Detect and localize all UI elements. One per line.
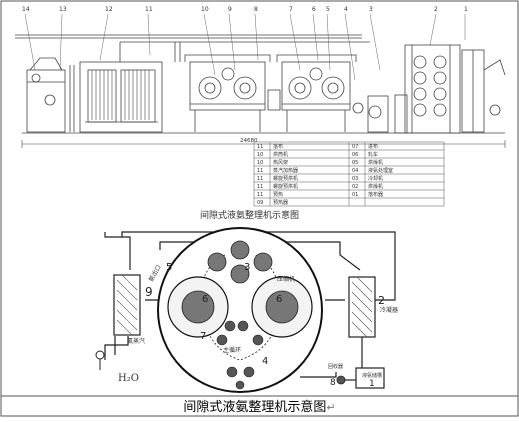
top-label: 13 bbox=[59, 6, 67, 13]
legend-text: 烘燥机 bbox=[368, 159, 383, 166]
legend-num: 11 bbox=[257, 184, 263, 190]
legend-text: 轧车 bbox=[368, 151, 378, 158]
diagram-title: 间隙式液氨整理机示意图 bbox=[200, 209, 299, 221]
legend-text: 液氨处理室 bbox=[368, 167, 393, 174]
label-7: 7 bbox=[200, 331, 206, 342]
figure-caption: 间隙式液氨整理机示意图↵ bbox=[0, 397, 519, 418]
legend-left-column: 11 落布 10 烘筒机 10 热风架 11 蒸汽加热器 11 螺旋预烘机 11… bbox=[257, 143, 298, 206]
legend-num: 03 bbox=[352, 176, 358, 182]
label-condenser: 冷凝器 bbox=[380, 306, 398, 314]
legend-text: 烘燥机 bbox=[368, 183, 383, 190]
ammonia-tank bbox=[355, 367, 385, 389]
label-compressor: 压缩机 bbox=[277, 275, 295, 283]
top-label: 11 bbox=[145, 6, 153, 13]
legend-text: 预热器 bbox=[273, 199, 288, 206]
treatment-chamber bbox=[157, 227, 323, 393]
label-9: 9 bbox=[145, 285, 153, 299]
top-label: 1 bbox=[464, 6, 468, 13]
caption-text: 间隙式液氨整理机示意图 bbox=[183, 400, 327, 415]
legend-num: 11 bbox=[257, 192, 263, 198]
top-label-row: 14 13 12 11 10 9 8 7 6 5 4 3 2 1 bbox=[22, 6, 468, 13]
machine-elevation-drawing bbox=[15, 13, 506, 148]
legend-num: 07 bbox=[352, 144, 358, 150]
top-label: 6 bbox=[312, 6, 316, 13]
label-main-fan: 主循环 bbox=[223, 346, 241, 354]
legend-text: 螺旋预烘机 bbox=[273, 183, 298, 190]
legend-num: 11 bbox=[257, 168, 263, 174]
legend-text: 烘筒机 bbox=[273, 151, 288, 158]
legend-num: 06 bbox=[352, 152, 358, 158]
dimension-label: 24680 bbox=[240, 138, 258, 144]
label-3: 3 bbox=[244, 262, 250, 273]
legend-num: 04 bbox=[352, 168, 358, 174]
label-recovery: 回收器 bbox=[328, 363, 343, 370]
legend-num: 11 bbox=[257, 176, 263, 182]
schematic-labels: 9 1 2 3 4 5 6 6 7 8 H₂O 氨蒸汽 氨出口 冷凝器 压缩机 … bbox=[118, 262, 398, 389]
legend-num: 10 bbox=[257, 152, 263, 158]
legend-right-column: 07 进布 06 轧车 05 烘燥机 04 液氨处理室 03 冷却机 02 烘燥… bbox=[352, 143, 393, 198]
legend-num: 10 bbox=[257, 160, 263, 166]
legend-text: 冷却机 bbox=[368, 175, 383, 182]
top-label: 10 bbox=[201, 6, 209, 13]
cooler-unit bbox=[113, 274, 141, 336]
legend-num: 01 bbox=[352, 192, 358, 198]
top-label: 8 bbox=[254, 6, 258, 13]
label-6-right: 6 bbox=[276, 294, 282, 305]
top-label: 5 bbox=[326, 6, 330, 13]
legend-text: 热风架 bbox=[273, 159, 288, 166]
legend-text: 落布器 bbox=[368, 191, 383, 198]
legend-table bbox=[253, 141, 445, 207]
condenser-unit bbox=[348, 276, 376, 338]
legend-text: 落布 bbox=[273, 143, 283, 150]
top-label: 12 bbox=[105, 6, 113, 13]
top-label: 9 bbox=[228, 6, 232, 13]
label-6-left: 6 bbox=[202, 294, 208, 305]
top-label: 7 bbox=[289, 6, 293, 13]
label-ammonia-left: 氨蒸汽 bbox=[127, 337, 145, 345]
top-label: 14 bbox=[22, 6, 30, 13]
legend-text: 蒸汽加热器 bbox=[273, 167, 298, 174]
legend-num: 09 bbox=[257, 200, 263, 206]
label-h2o: H₂O bbox=[118, 373, 139, 384]
top-label: 2 bbox=[434, 6, 438, 13]
label-4: 4 bbox=[262, 356, 268, 367]
label-2: 2 bbox=[378, 294, 385, 307]
legend-num: 11 bbox=[257, 144, 263, 150]
label-5: 5 bbox=[166, 262, 172, 273]
top-label: 3 bbox=[369, 6, 373, 13]
paragraph-mark: ↵ bbox=[326, 401, 336, 414]
legend-text: 预热 bbox=[273, 191, 283, 198]
label-1: 1 bbox=[369, 379, 375, 389]
legend-text: 进布 bbox=[368, 143, 378, 150]
legend-num: 05 bbox=[352, 160, 358, 166]
legend-num: 02 bbox=[352, 184, 358, 190]
top-label: 4 bbox=[344, 6, 348, 13]
process-schematic bbox=[95, 227, 396, 393]
label-liquid-tank: 液氨储槽 bbox=[362, 372, 382, 379]
legend-text: 螺旋预烘机 bbox=[273, 175, 298, 182]
label-8: 8 bbox=[330, 378, 336, 388]
